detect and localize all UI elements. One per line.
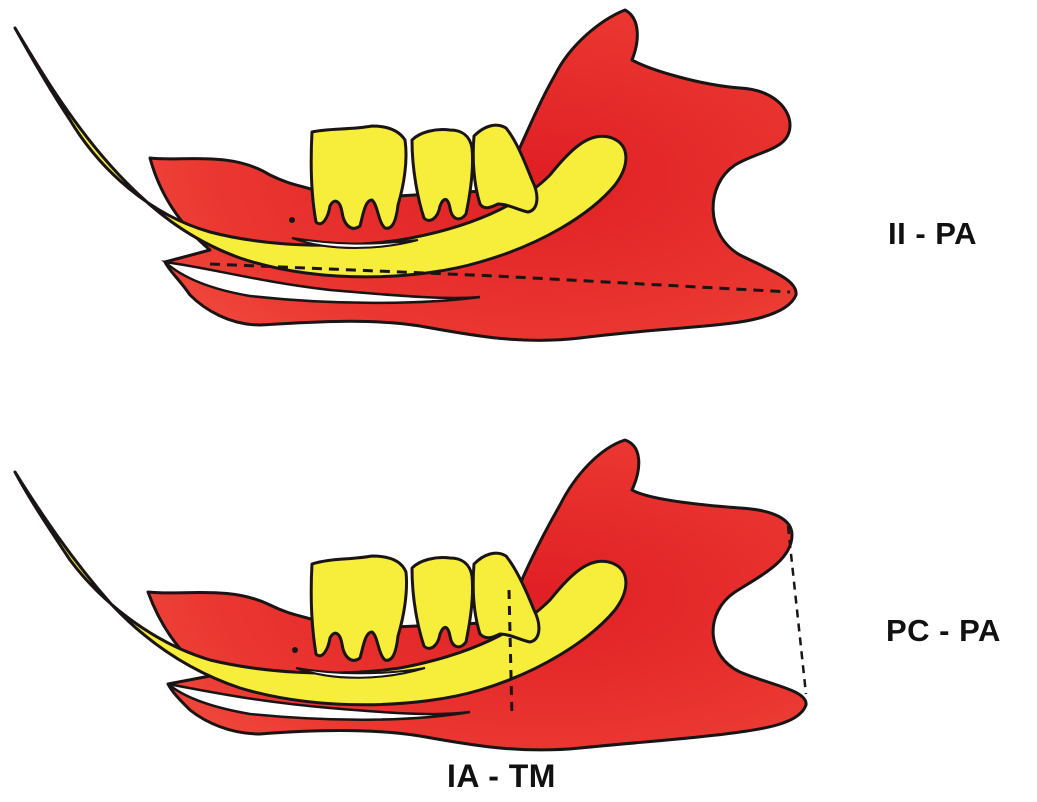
label-ia-tm: IA - TM	[447, 758, 556, 795]
foramen-dot-bottom	[292, 647, 298, 653]
molar-1-bottom	[311, 556, 406, 660]
label-pc-pa: PC - PA	[886, 613, 1001, 649]
label-ii-pa: II - PA	[888, 216, 977, 252]
measure-line-pc-pa	[788, 526, 806, 694]
foramen-dot-top	[289, 217, 295, 223]
molar-1-top	[311, 126, 406, 228]
mandible-bottom	[15, 440, 806, 750]
mandible-top	[15, 10, 796, 340]
